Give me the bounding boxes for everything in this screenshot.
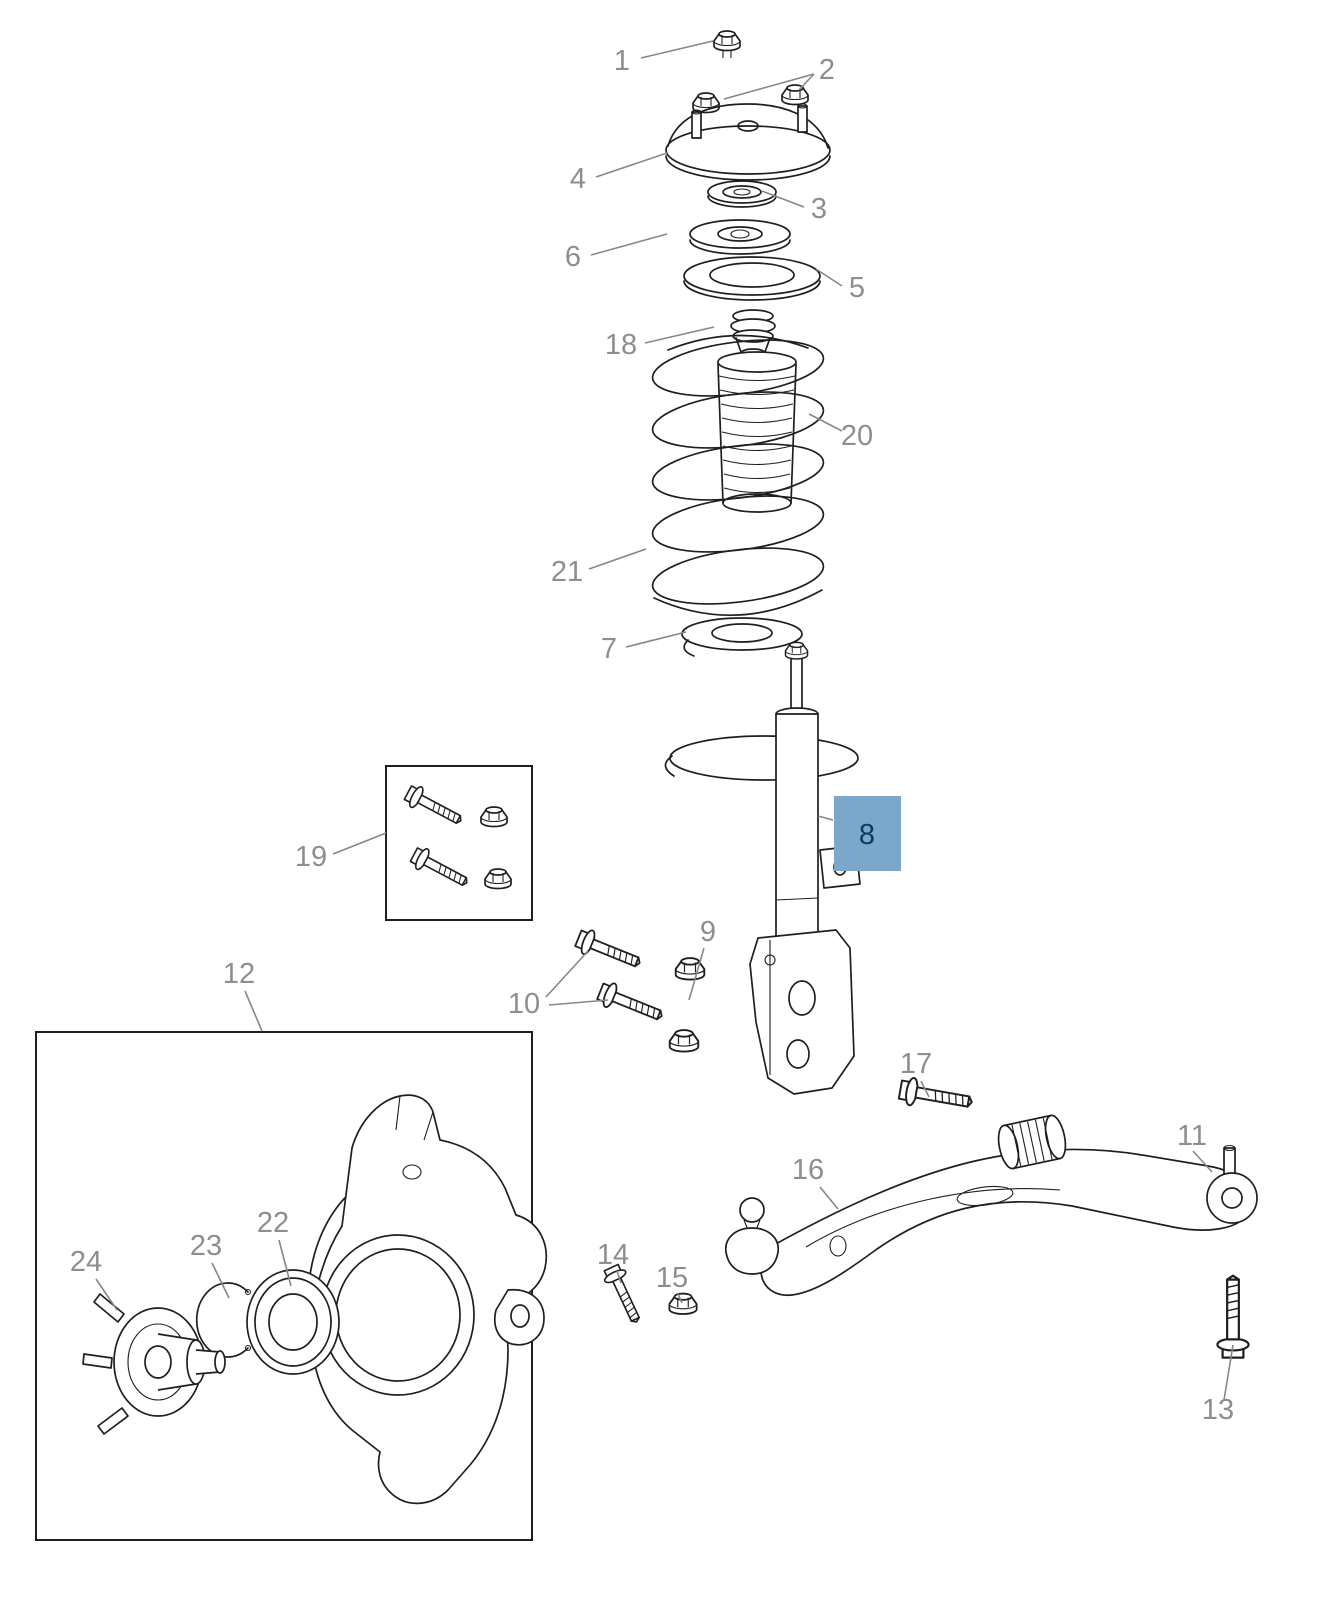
leader-line-7: [625, 631, 687, 648]
callout-11[interactable]: 11: [1177, 1120, 1207, 1152]
part-ball-joint-bolt: [600, 1262, 648, 1328]
part-strut-mount-bearing: [707, 180, 777, 208]
part-bearing-snap-ring: [195, 1282, 252, 1358]
part-wheel-hub: [82, 1293, 226, 1435]
callout-9[interactable]: 9: [700, 916, 716, 948]
part-upper-spring-seat: [689, 219, 791, 255]
part-strut-top-mount: [665, 103, 831, 181]
part-lower-spring-isolator: [681, 617, 803, 657]
callout-3[interactable]: 3: [811, 193, 827, 225]
part-strut-to-knuckle-bolts: [572, 925, 668, 1029]
leader-line-1: [640, 40, 714, 59]
callout-17[interactable]: 17: [900, 1048, 932, 1080]
callout-7[interactable]: 7: [601, 633, 617, 665]
leader-line-15: [677, 1293, 683, 1304]
part-strut-rod-nut: [713, 30, 741, 58]
leader-line-13: [1223, 1344, 1234, 1401]
leader-line-5: [815, 268, 843, 287]
highlight-box-part-8[interactable]: [834, 796, 901, 871]
leader-line-24: [95, 1278, 118, 1311]
part-jounce-bumper: [730, 309, 776, 358]
part-suspension-strut: [664, 641, 861, 1095]
callout-14[interactable]: 14: [597, 1239, 629, 1271]
leader-lines: [95, 40, 1234, 1401]
callout-8[interactable]: 8: [859, 819, 875, 851]
leader-line-16: [819, 1186, 839, 1210]
leader-line-2a: [798, 73, 815, 91]
part-lower-control-arm: [725, 1114, 1252, 1296]
leader-line-3: [761, 190, 805, 208]
callout-22[interactable]: 22: [257, 1207, 289, 1239]
callout-23[interactable]: 23: [190, 1230, 222, 1262]
part-ball-joint: [725, 1197, 779, 1275]
callout-6[interactable]: 6: [565, 241, 581, 273]
callout-20[interactable]: 20: [841, 420, 873, 452]
callout-5[interactable]: 5: [849, 272, 865, 304]
leader-line-17: [920, 1080, 930, 1098]
leader-line-2b: [723, 73, 815, 100]
part-coil-spring: [651, 334, 825, 616]
leader-line-23: [211, 1262, 230, 1299]
leader-line-10a: [545, 950, 589, 998]
hardware-kit-box: [385, 765, 533, 921]
leader-line-10b: [548, 999, 609, 1006]
leader-line-4: [595, 152, 668, 178]
callout-1[interactable]: 1: [614, 45, 630, 77]
callout-10[interactable]: 10: [508, 988, 540, 1020]
callout-4[interactable]: 4: [570, 163, 586, 195]
callout-16[interactable]: 16: [792, 1154, 824, 1186]
part-upper-spring-isolator: [683, 256, 821, 301]
part-ball-joint-nut: [668, 1292, 698, 1315]
callout-12[interactable]: 12: [223, 958, 255, 990]
leader-line-6: [590, 233, 668, 256]
part-control-arm-rear-bushing: [1206, 1144, 1258, 1224]
part-hub-bearing: [246, 1269, 340, 1375]
callout-labels: 1 2 4 3 6 5 18 20 21 7 8 19 9 10 12 17 1…: [70, 45, 1234, 1426]
leader-line-11: [1192, 1150, 1213, 1173]
callout-19[interactable]: 19: [295, 841, 327, 873]
part-strut-to-knuckle-nuts: [668, 957, 706, 1053]
leader-line-19: [332, 832, 387, 855]
leader-line-14: [616, 1270, 622, 1284]
part-control-arm-front-bolt: [897, 1075, 976, 1117]
callout-18[interactable]: 18: [605, 329, 637, 361]
part-strut-dust-boot: [717, 351, 797, 513]
callout-13[interactable]: 13: [1202, 1394, 1234, 1426]
part-strut-mount-hardware-kit: [401, 781, 512, 894]
leader-line-8: [817, 815, 834, 821]
leader-line-20: [808, 413, 843, 432]
leader-line-18: [644, 326, 715, 344]
leader-line-22: [278, 1239, 292, 1287]
callout-2[interactable]: 2: [819, 54, 835, 86]
callout-15[interactable]: 15: [656, 1262, 688, 1294]
callout-24[interactable]: 24: [70, 1246, 102, 1278]
leader-line-21: [588, 548, 647, 570]
part-steering-knuckle: [311, 1094, 547, 1505]
callout-21[interactable]: 21: [551, 556, 583, 588]
leader-line-9: [688, 947, 705, 1001]
leader-line-12: [244, 990, 263, 1032]
